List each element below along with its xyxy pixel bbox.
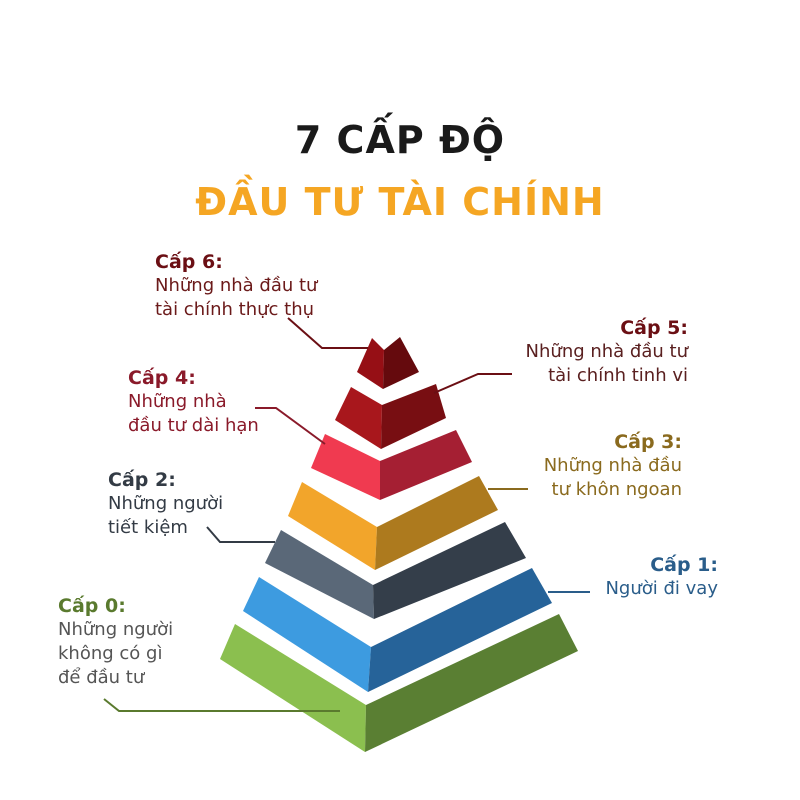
level-3-title: Cấp 3: — [614, 431, 682, 453]
connector-line-level-0 — [103, 698, 340, 712]
pyramid-layer-6-right-face — [383, 337, 419, 389]
connector-line-level-6 — [287, 317, 368, 349]
title-line-1: 7 CẤP ĐỘ — [294, 118, 506, 162]
pyramid-layer-3-right-face — [375, 476, 498, 570]
title-line-2: ĐẦU TƯ TÀI CHÍNH — [195, 180, 605, 224]
level-3-description: Những nhà đầu tư khôn ngoan — [543, 455, 682, 500]
pyramid-layer-4-right-face — [380, 430, 472, 500]
level-0-description: Những người không có gì để đầu tư — [58, 619, 174, 688]
level-4-description: Những nhà đầu tư dài hạn — [128, 391, 259, 436]
level-2-title: Cấp 2: — [108, 469, 176, 491]
pyramid-layer-1-left-face — [243, 577, 371, 692]
pyramid-layer-0-right-face — [365, 614, 578, 752]
level-5-description: Những nhà đầu tư tài chính tinh vi — [525, 341, 688, 386]
pyramid-layer-6-left-face — [357, 338, 384, 389]
label-level-5: Cấp 5: Những nhà đầu tư tài chính tinh v… — [526, 316, 688, 388]
pyramid-layer-2-left-face — [265, 530, 374, 619]
level-4-title: Cấp 4: — [128, 367, 196, 389]
pyramid-layer-2-right-face — [373, 522, 526, 619]
label-level-3: Cấp 3: Những nhà đầu tư khôn ngoan — [544, 430, 682, 502]
level-0-title: Cấp 0: — [58, 595, 126, 617]
label-level-0: Cấp 0: Những người không có gì để đầu tư — [58, 594, 173, 690]
level-6-title: Cấp 6: — [155, 251, 223, 273]
label-level-2: Cấp 2: Những người tiết kiệm — [108, 468, 223, 540]
pyramid-layer-4-left-face — [311, 434, 380, 500]
label-level-6: Cấp 6: Những nhà đầu tư tài chính thực t… — [155, 250, 317, 322]
connector-line-level-4 — [255, 407, 326, 445]
pyramid-layer-5-left-face — [335, 387, 382, 449]
level-1-title: Cấp 1: — [650, 554, 718, 576]
connector-line-level-2 — [206, 526, 275, 543]
level-5-title: Cấp 5: — [620, 317, 688, 339]
connector-line-level-5 — [433, 373, 512, 394]
level-2-description: Những người tiết kiệm — [108, 493, 224, 538]
pyramid-layer-1-right-face — [368, 568, 552, 692]
level-1-description: Người đi vay — [605, 578, 718, 599]
level-6-description: Những nhà đầu tư tài chính thực thụ — [155, 275, 318, 320]
label-level-4: Cấp 4: Những nhà đầu tư dài hạn — [128, 366, 259, 438]
pyramid-layer-0-left-face — [220, 624, 366, 752]
pyramid-layer-5-right-face — [381, 384, 446, 449]
label-level-1: Cấp 1: Người đi vay — [605, 553, 718, 601]
pyramid-layer-3-left-face — [288, 482, 377, 570]
